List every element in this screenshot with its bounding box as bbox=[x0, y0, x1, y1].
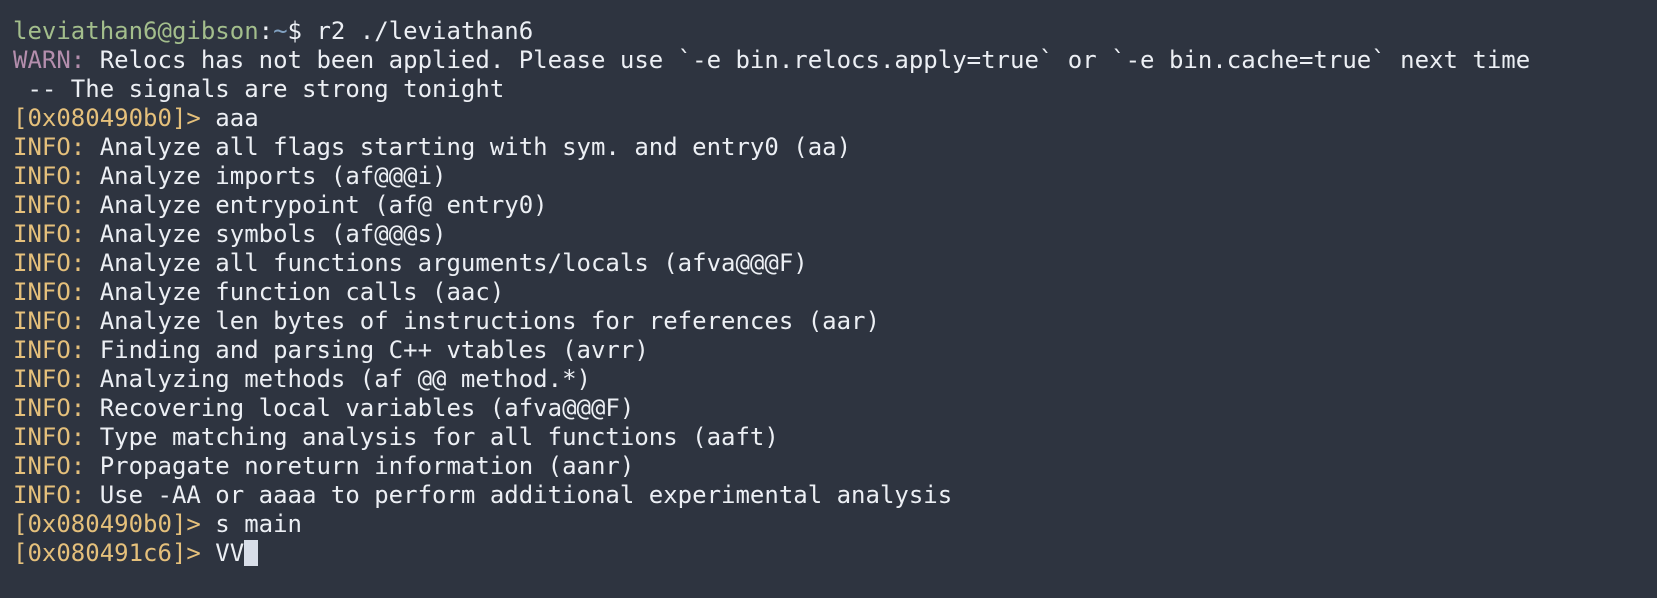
warn-label: WARN: bbox=[13, 46, 86, 74]
warn-line: WARN: Relocs has not been applied. Pleas… bbox=[13, 46, 1657, 75]
r2-address: [0x080490b0]> bbox=[13, 104, 201, 132]
info-message: Analyze imports (af@@@i) bbox=[85, 162, 447, 190]
shell-prompt-line: leviathan6@gibson:~$ r2 ./leviathan6 bbox=[13, 17, 1657, 46]
info-label: INFO: bbox=[13, 191, 86, 219]
info-label: INFO: bbox=[13, 278, 86, 306]
info-label: INFO: bbox=[13, 423, 86, 451]
r2-input-line[interactable]: [0x080491c6]> VV bbox=[13, 539, 1657, 568]
r2-command: s main bbox=[200, 510, 302, 538]
info-line: INFO: Analyze function calls (aac) bbox=[13, 278, 1657, 307]
info-label: INFO: bbox=[13, 336, 86, 364]
info-line: INFO: Use -AA or aaaa to perform additio… bbox=[13, 481, 1657, 510]
text-cursor bbox=[244, 540, 259, 566]
info-label: INFO: bbox=[13, 307, 86, 335]
info-message: Analyze symbols (af@@@s) bbox=[85, 220, 447, 248]
r2-command: aaa bbox=[200, 104, 259, 132]
r2-command-input[interactable]: VV bbox=[200, 539, 245, 567]
info-line: INFO: Analyze all functions arguments/lo… bbox=[13, 249, 1657, 278]
r2-address: [0x080491c6]> bbox=[13, 539, 201, 567]
info-line: INFO: Propagate noreturn information (aa… bbox=[13, 452, 1657, 481]
info-label: INFO: bbox=[13, 133, 86, 161]
info-message: Use -AA or aaaa to perform additional ex… bbox=[85, 481, 953, 509]
info-message: Analyze entrypoint (af@ entry0) bbox=[85, 191, 548, 219]
info-label: INFO: bbox=[13, 162, 86, 190]
info-message: Finding and parsing C++ vtables (avrr) bbox=[85, 336, 649, 364]
info-label: INFO: bbox=[13, 394, 86, 422]
info-line: INFO: Analyze all flags starting with sy… bbox=[13, 133, 1657, 162]
info-message: Recovering local variables (afva@@@F) bbox=[85, 394, 635, 422]
shell-command: r2 ./leviathan6 bbox=[316, 17, 534, 45]
info-line: INFO: Recovering local variables (afva@@… bbox=[13, 394, 1657, 423]
info-label: INFO: bbox=[13, 249, 86, 277]
info-line: INFO: Type matching analysis for all fun… bbox=[13, 423, 1657, 452]
fortune-line: -- The signals are strong tonight bbox=[13, 75, 505, 103]
r2-prompt-line: [0x080490b0]> s main bbox=[13, 510, 1657, 539]
info-message: Propagate noreturn information (aanr) bbox=[85, 452, 635, 480]
r2-prompt-line: [0x080490b0]> aaa bbox=[13, 104, 1657, 133]
info-message: Analyze len bytes of instructions for re… bbox=[85, 307, 880, 335]
info-line: INFO: Analyze len bytes of instructions … bbox=[13, 307, 1657, 336]
r2-address: [0x080490b0]> bbox=[13, 510, 201, 538]
info-message: Analyze all functions arguments/locals (… bbox=[85, 249, 808, 277]
info-label: INFO: bbox=[13, 365, 86, 393]
user-host: leviathan6@gibson bbox=[13, 17, 259, 45]
info-message: Analyze all flags starting with sym. and… bbox=[85, 133, 852, 161]
info-message: Analyzing methods (af @@ method.*) bbox=[85, 365, 591, 393]
info-line: INFO: Analyze symbols (af@@@s) bbox=[13, 220, 1657, 249]
current-directory: ~ bbox=[273, 17, 288, 45]
info-label: INFO: bbox=[13, 481, 86, 509]
info-line: INFO: Analyzing methods (af @@ method.*) bbox=[13, 365, 1657, 394]
info-message: Type matching analysis for all functions… bbox=[85, 423, 779, 451]
info-line: INFO: Analyze imports (af@@@i) bbox=[13, 162, 1657, 191]
warn-message: Relocs has not been applied. Please use … bbox=[85, 46, 1531, 74]
info-message: Analyze function calls (aac) bbox=[85, 278, 505, 306]
info-line: INFO: Analyze entrypoint (af@ entry0) bbox=[13, 191, 1657, 220]
info-label: INFO: bbox=[13, 452, 86, 480]
prompt-dollar: $ bbox=[287, 17, 317, 45]
info-line: INFO: Finding and parsing C++ vtables (a… bbox=[13, 336, 1657, 365]
prompt-separator: : bbox=[258, 17, 274, 45]
info-label: INFO: bbox=[13, 220, 86, 248]
